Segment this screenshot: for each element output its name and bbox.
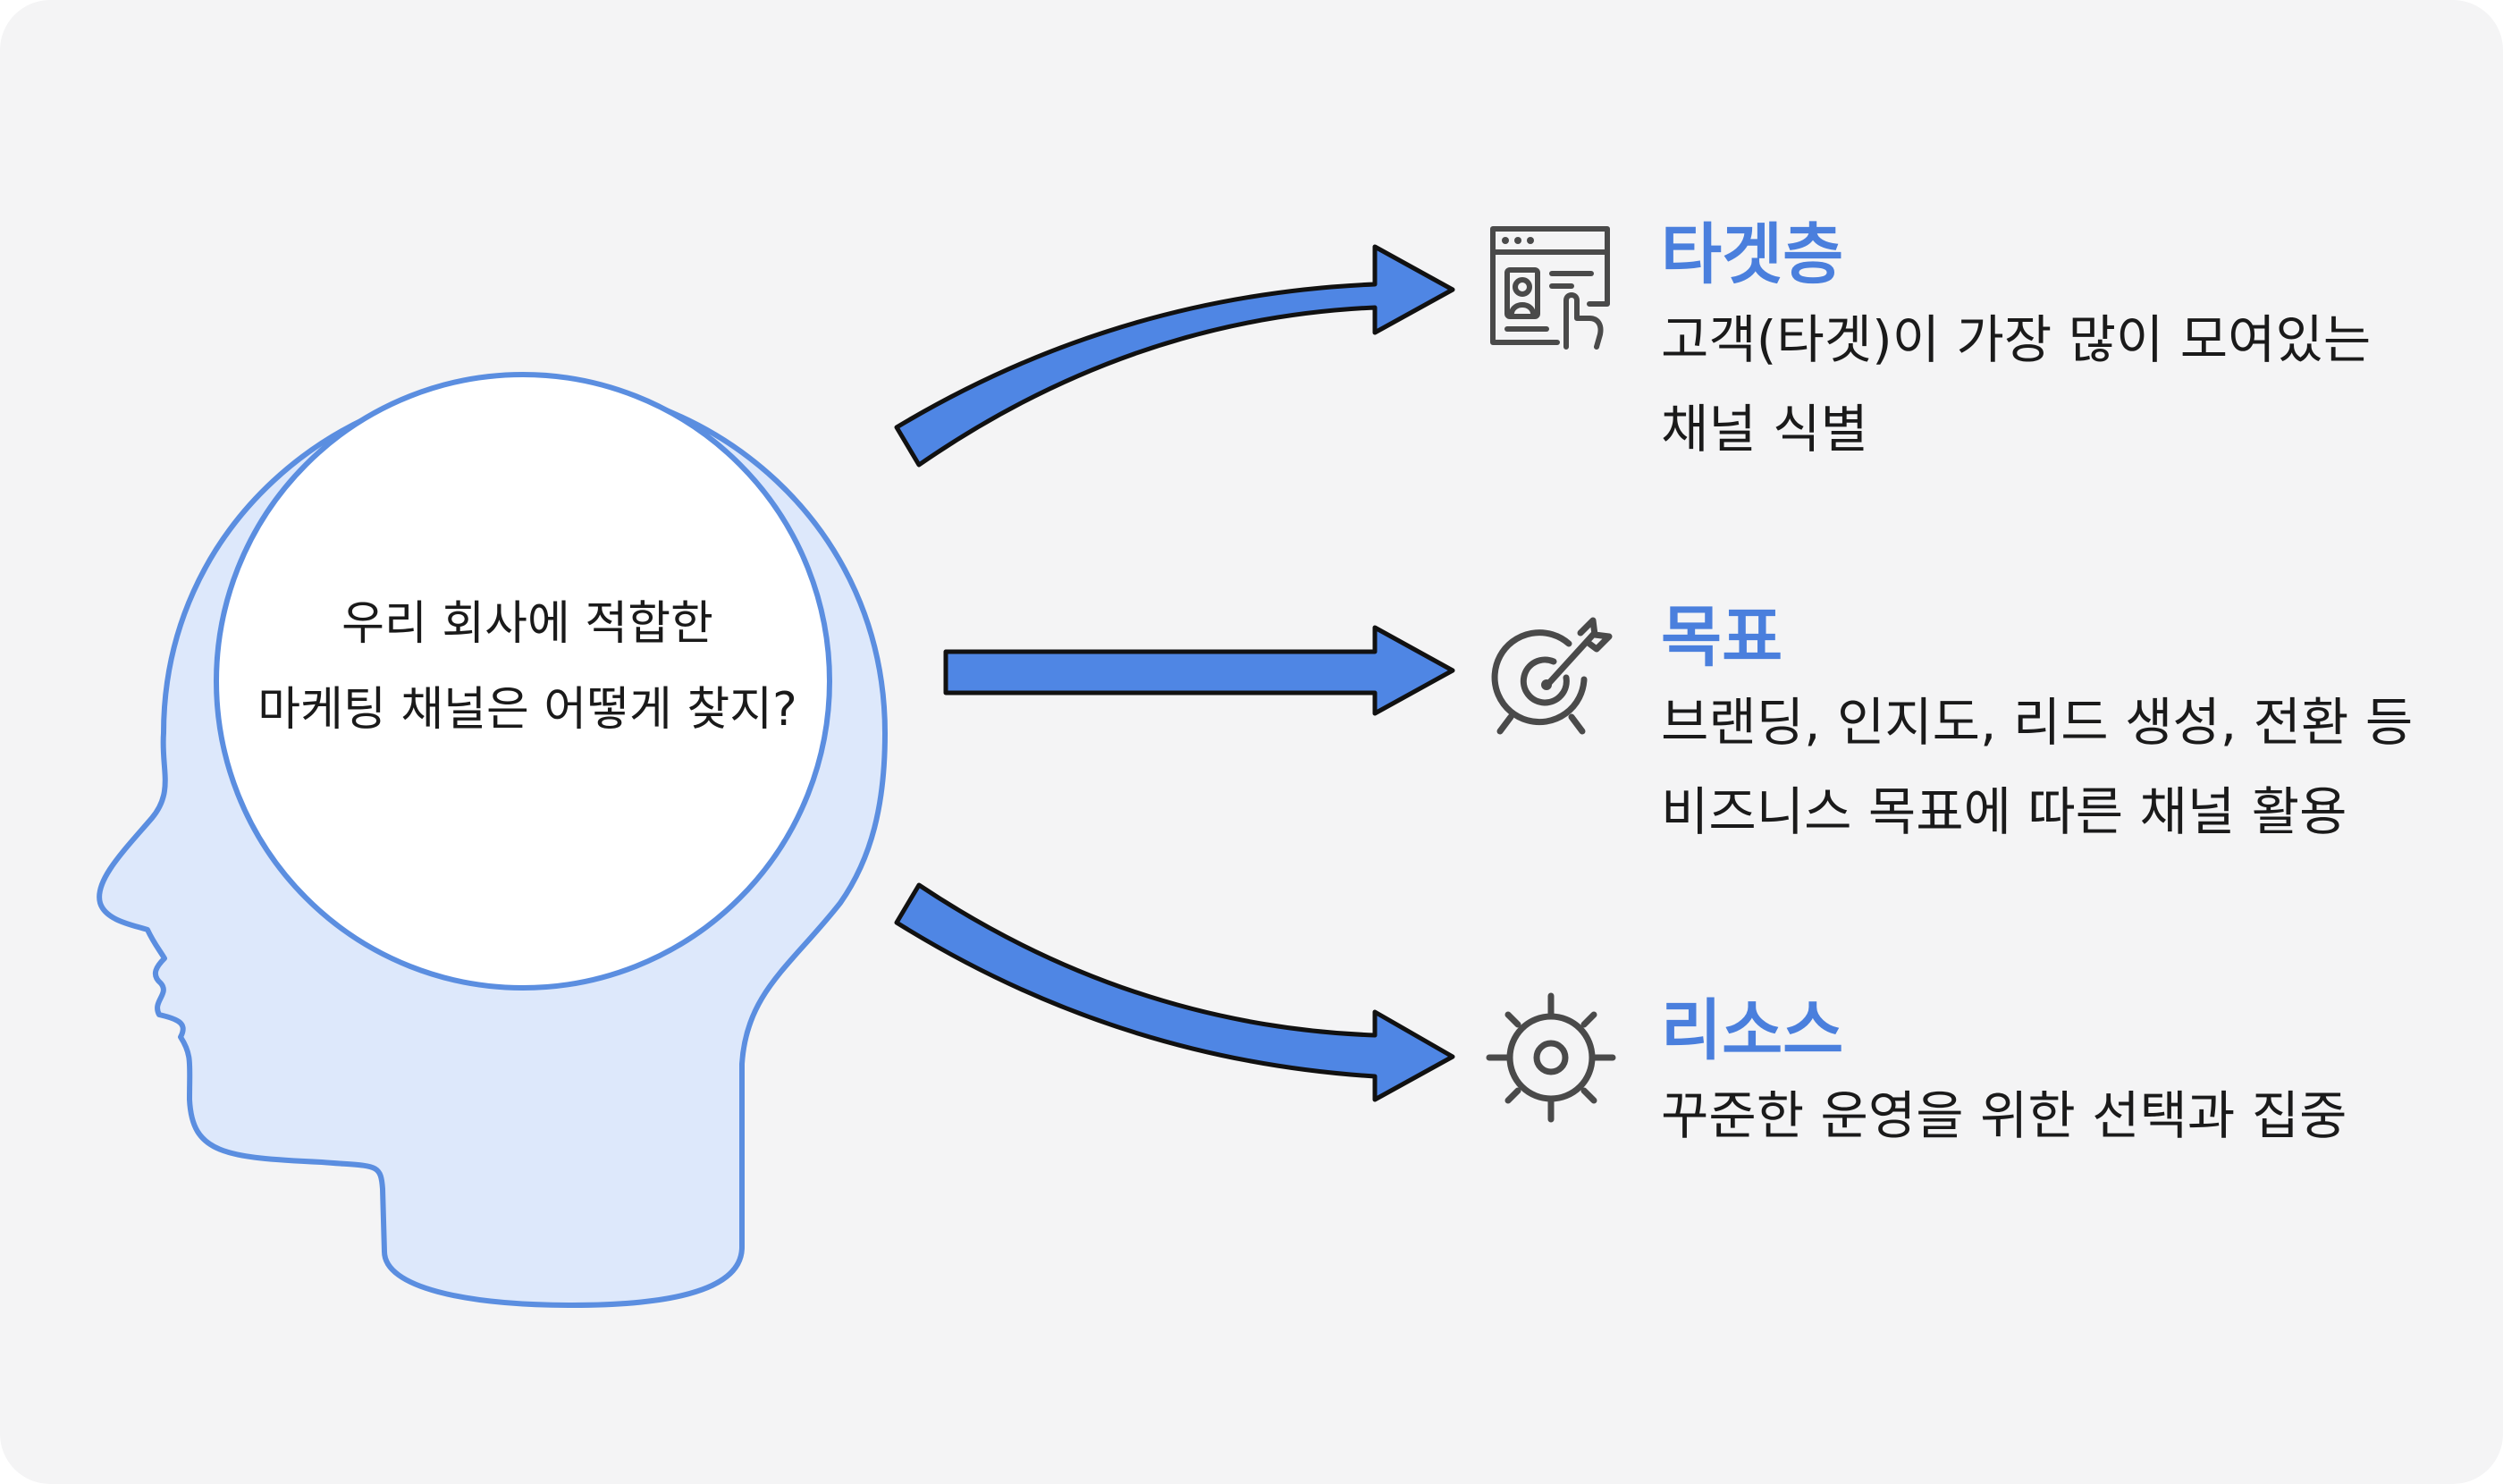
item-resource: 리소스 꾸준한 운영을 위한 선택과 집중 [1661, 991, 2465, 1160]
item-goal: 목표 브랜딩, 인지도, 리드 생성, 전환 등 비즈니스 목표에 따른 채널 … [1661, 597, 2465, 856]
bullseye-arrow-icon [1484, 608, 1618, 742]
question-line-2: 마케팅 채널은 어떻게 찾지? [257, 683, 797, 737]
thought-circle [214, 372, 832, 991]
item-target-desc-line-2: 채널 식별 [1661, 399, 1868, 460]
item-resource-title: 리소스 [1661, 992, 1844, 1069]
central-question: 우리 회사에 적합한 마케팅 채널은 어떻게 찾지? [232, 581, 822, 753]
item-goal-title: 목표 [1661, 599, 1783, 676]
item-resource-desc-line-1: 꾸준한 운영을 위한 선택과 집중 [1661, 1085, 2347, 1146]
item-goal-desc-line-2: 비즈니스 목표에 따른 채널 활용 [1661, 781, 2347, 842]
item-resource-desc: 꾸준한 운영을 위한 선택과 집중 [1661, 1071, 2465, 1160]
arrow-to-goal [943, 625, 1455, 716]
item-goal-desc-line-1: 브랜딩, 인지도, 리드 생성, 전환 등 [1661, 692, 2414, 753]
item-target: 타겟층 고객(타겟)이 가장 많이 모여있는 채널 식별 [1661, 215, 2465, 474]
item-target-title: 타겟층 [1661, 216, 1844, 293]
item-goal-desc: 브랜딩, 인지도, 리드 생성, 전환 등 비즈니스 목표에 따른 채널 활용 [1661, 678, 2465, 856]
item-target-desc: 고객(타겟)이 가장 많이 모여있는 채널 식별 [1661, 295, 2465, 474]
item-target-desc-line-1: 고객(타겟)이 가장 많이 모여있는 [1661, 309, 2372, 370]
arrow-to-target [894, 244, 1455, 468]
arrow-to-resource [894, 882, 1455, 1102]
question-line-1: 우리 회사에 적합한 [341, 597, 713, 651]
gear-resource-icon [1484, 991, 1618, 1125]
target-audience-icon [1484, 222, 1618, 356]
